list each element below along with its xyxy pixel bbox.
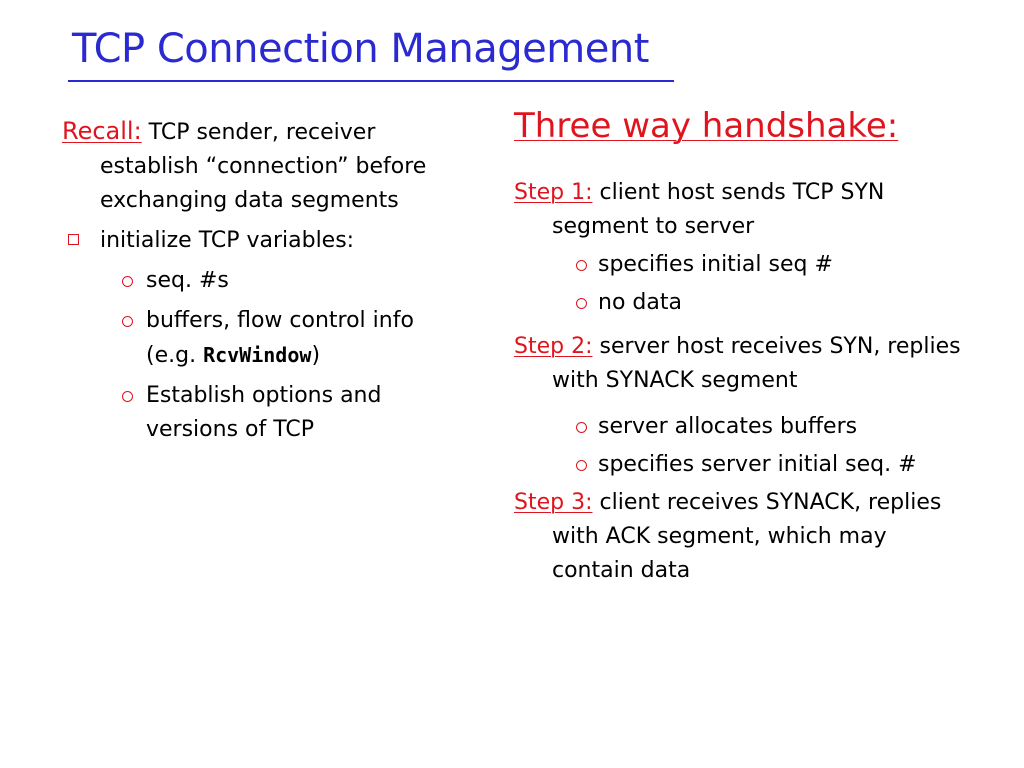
step1-sub-no-data: no data <box>514 286 974 320</box>
bullet-initialize: initialize TCP variables: <box>62 224 462 258</box>
circle-bullet-icon <box>576 422 587 433</box>
recall-paragraph: Recall: TCP sender, receiver establish “… <box>62 114 462 218</box>
step1-paragraph: Step 1: client host sends TCP SYN segmen… <box>514 176 974 244</box>
step1-sub1-text: specifies initial seq # <box>598 252 833 277</box>
step2-label: Step 2: <box>514 334 593 359</box>
sub-bullet-options-text: Establish options and versions of TCP <box>146 383 382 442</box>
step2-sub1-text: server allocates buffers <box>598 414 858 439</box>
sub-bullet-seq-text: seq. #s <box>146 268 229 293</box>
step2-sub-initial-seq: specifies server initial seq. # <box>514 448 974 482</box>
circle-bullet-icon <box>122 391 133 402</box>
step2-sub-allocates: server allocates buffers <box>514 410 974 444</box>
step1-text: client host sends TCP SYN segment to ser… <box>552 180 885 239</box>
circle-bullet-icon <box>576 460 587 471</box>
step1-label: Step 1: <box>514 180 593 205</box>
title-underline <box>68 80 674 82</box>
circle-bullet-icon <box>122 276 133 287</box>
square-bullet-icon <box>68 234 79 245</box>
bullet-initialize-text: initialize TCP variables: <box>100 228 355 253</box>
handshake-heading: Three way handshake: <box>514 106 899 146</box>
sub-bullet-options: Establish options and versions of TCP <box>62 379 462 447</box>
circle-bullet-icon <box>122 316 133 327</box>
recall-label: Recall: <box>62 117 142 145</box>
circle-bullet-icon <box>576 298 587 309</box>
step1-sub2-text: no data <box>598 290 682 315</box>
circle-bullet-icon <box>576 260 587 271</box>
right-column: Three way handshake: Step 1: client host… <box>514 104 974 588</box>
step2-sub2-text: specifies server initial seq. # <box>598 452 917 477</box>
step1-sub-initial-seq: specifies initial seq # <box>514 248 974 282</box>
recall-text: TCP sender, receiver establish “connecti… <box>100 120 427 213</box>
step3-paragraph: Step 3: client receives SYNACK, replies … <box>514 486 974 588</box>
step3-text: client receives SYNACK, replies with ACK… <box>552 490 942 583</box>
sub-bullet-buffers: buffers, flow control info (e.g. RcvWind… <box>62 304 462 373</box>
sub-bullet-buffers-pre: buffers, flow control info (e.g. <box>146 308 414 368</box>
step2-paragraph: Step 2: server host receives SYN, replie… <box>514 330 974 398</box>
sub-bullet-buffers-post: ) <box>311 343 321 368</box>
slide-title: TCP Connection Management <box>72 26 649 72</box>
sub-bullet-seq: seq. #s <box>62 264 462 298</box>
rcvwindow-code: RcvWindow <box>203 343 312 367</box>
left-column: Recall: TCP sender, receiver establish “… <box>62 114 462 447</box>
step2-text: server host receives SYN, replies with S… <box>552 334 961 393</box>
step3-label: Step 3: <box>514 490 593 515</box>
